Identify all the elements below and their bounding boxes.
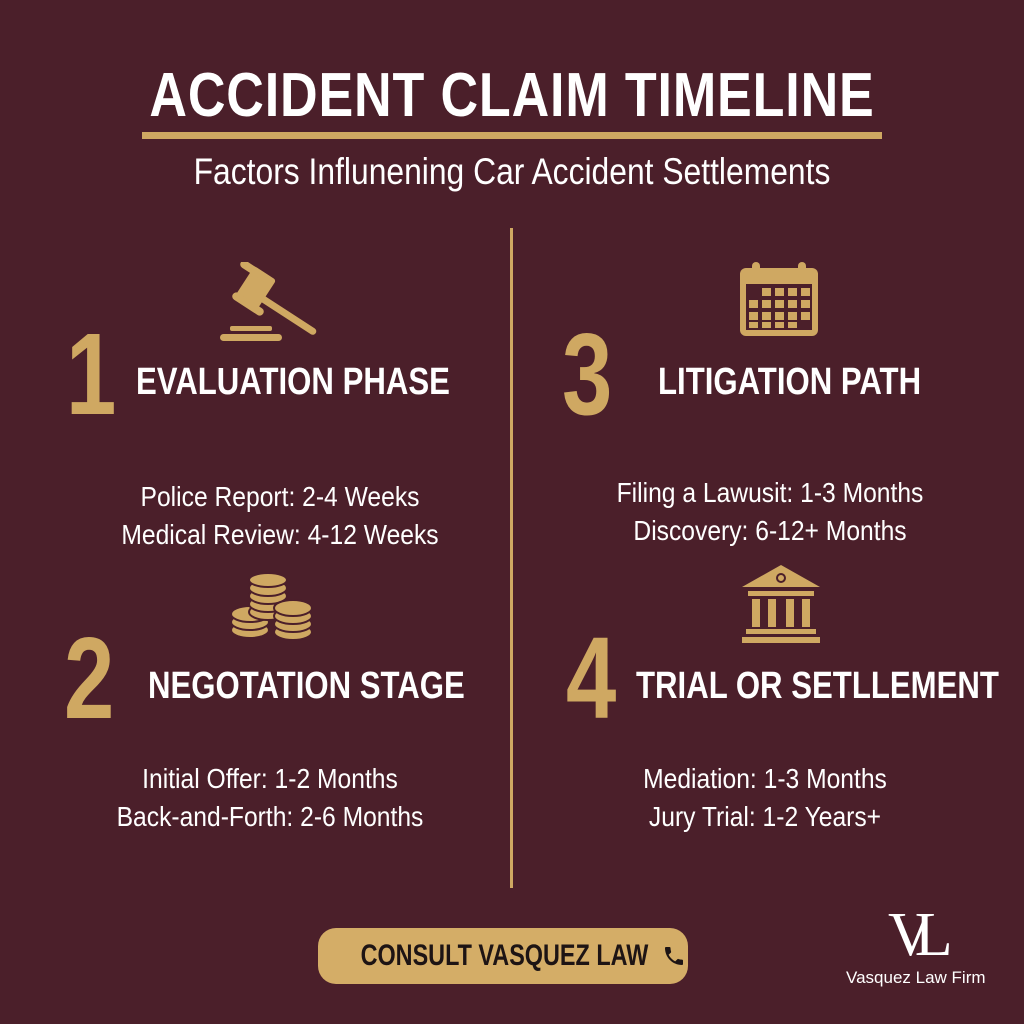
phone-icon (665, 947, 684, 965)
coins-icon (230, 572, 313, 641)
firm-logo-name: Vasquez Law Firm (846, 968, 986, 987)
step-number: 4 (566, 613, 617, 743)
step-title: LITIGATION PATH (658, 361, 922, 403)
detail-line: Police Report: 2-4 Weeks (140, 481, 420, 512)
step-details: Initial Offer: 1-2 Months Back-and-Forth… (76, 760, 463, 836)
courthouse-icon (742, 565, 820, 643)
step-number: 2 (64, 613, 115, 743)
detail-line: Jury Trial: 1-2 Years+ (648, 801, 882, 832)
step-title: NEGOTATION STAGE (148, 665, 465, 707)
step-number: 3 (562, 309, 613, 439)
step-title: TRIAL OR SETLLEMENT (636, 665, 999, 707)
page-subtitle: Factors Influnening Car Accident Settlem… (193, 151, 831, 192)
step-details: Filing a Lawusit: 1-3 Months Discovery: … (576, 474, 963, 550)
calendar-icon (740, 262, 818, 336)
detail-line: Discovery: 6-12+ Months (633, 515, 907, 546)
step-details: Police Report: 2-4 Weeks Medical Review:… (86, 478, 473, 554)
detail-line: Mediation: 1-3 Months (643, 763, 887, 794)
firm-logo-mark: VL (888, 901, 953, 969)
gavel-icon (220, 262, 317, 341)
consult-button-label: CONSULT VASQUEZ LAW (360, 939, 648, 972)
detail-line: Back-and-Forth: 2-6 Months (116, 801, 424, 832)
title-underline (142, 132, 882, 139)
column-divider (510, 228, 513, 888)
detail-line: Initial Offer: 1-2 Months (142, 763, 398, 794)
page-title: ACCIDENT CLAIM TIMELINE (149, 61, 875, 130)
step-details: Mediation: 1-3 Months Jury Trial: 1-2 Ye… (571, 760, 958, 836)
detail-line: Filing a Lawusit: 1-3 Months (616, 477, 924, 508)
consult-button[interactable]: CONSULT VASQUEZ LAW (318, 928, 688, 984)
detail-line: Medical Review: 4-12 Weeks (121, 519, 439, 550)
step-title: EVALUATION PHASE (136, 361, 450, 403)
step-number: 1 (66, 309, 117, 439)
